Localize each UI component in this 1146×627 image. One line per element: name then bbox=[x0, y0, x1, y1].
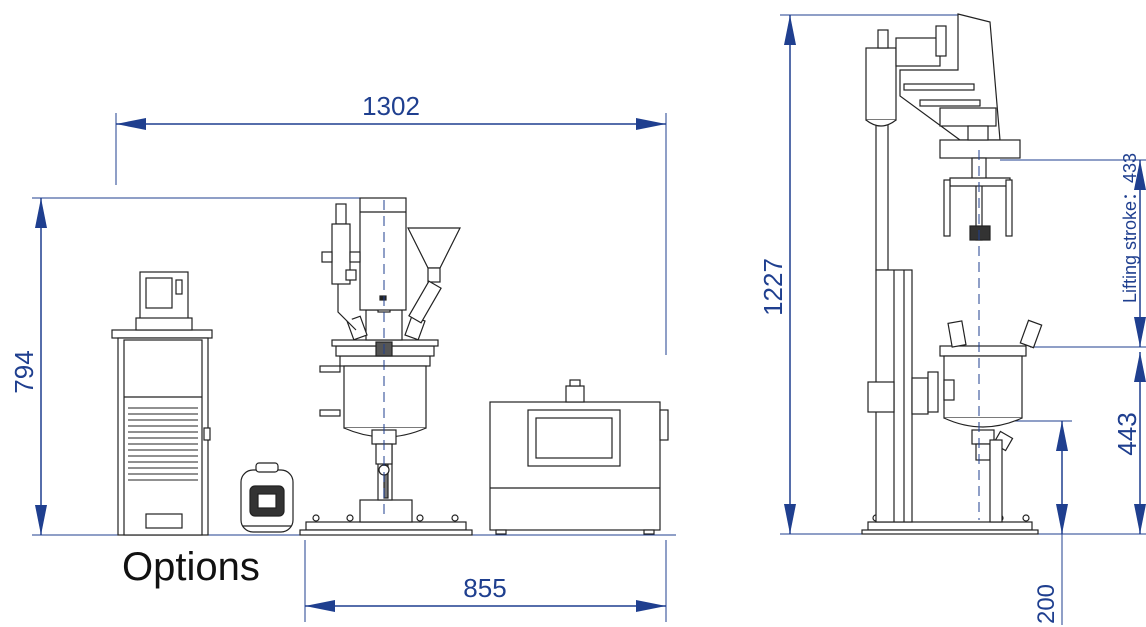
options-label: Options bbox=[122, 545, 260, 589]
small-pump bbox=[240, 462, 294, 533]
reactor-vessel bbox=[319, 339, 439, 476]
side-vessel bbox=[939, 319, 1043, 523]
chiller-unit bbox=[111, 271, 213, 536]
hopper-funnel bbox=[407, 227, 461, 324]
dimension-lifting-stroke: Lifting stroke：433 bbox=[1120, 153, 1146, 347]
front-view: 1302 794 855 Options bbox=[9, 91, 676, 622]
condenser bbox=[321, 203, 361, 331]
dimension-height-overall: 794 bbox=[9, 198, 48, 535]
lifting-column bbox=[867, 119, 939, 523]
dimension-width-overall: 1302 bbox=[116, 91, 666, 130]
dimension-height-vessel: 443 bbox=[1112, 352, 1146, 534]
side-view: 1227 Lifting stroke：433 443 200 bbox=[758, 13, 1146, 625]
dimension-label-200: 200 bbox=[1033, 584, 1060, 624]
control-cabinet bbox=[489, 379, 669, 535]
dimension-label-443: 443 bbox=[1112, 412, 1142, 455]
agitator bbox=[943, 157, 1013, 241]
dimension-height-outlet: 200 bbox=[1033, 421, 1068, 625]
dimension-label-lifting-stroke: Lifting stroke：433 bbox=[1120, 153, 1140, 303]
dimension-height-side: 1227 bbox=[758, 15, 796, 534]
motor-head bbox=[865, 13, 1021, 159]
dimension-label-794: 794 bbox=[9, 350, 39, 393]
stirrer-motor bbox=[359, 197, 407, 311]
dimension-width-reactor: 855 bbox=[305, 573, 666, 612]
dimension-label-1302: 1302 bbox=[362, 91, 420, 121]
dimension-label-855: 855 bbox=[463, 573, 506, 603]
dimension-label-1227: 1227 bbox=[758, 258, 788, 316]
